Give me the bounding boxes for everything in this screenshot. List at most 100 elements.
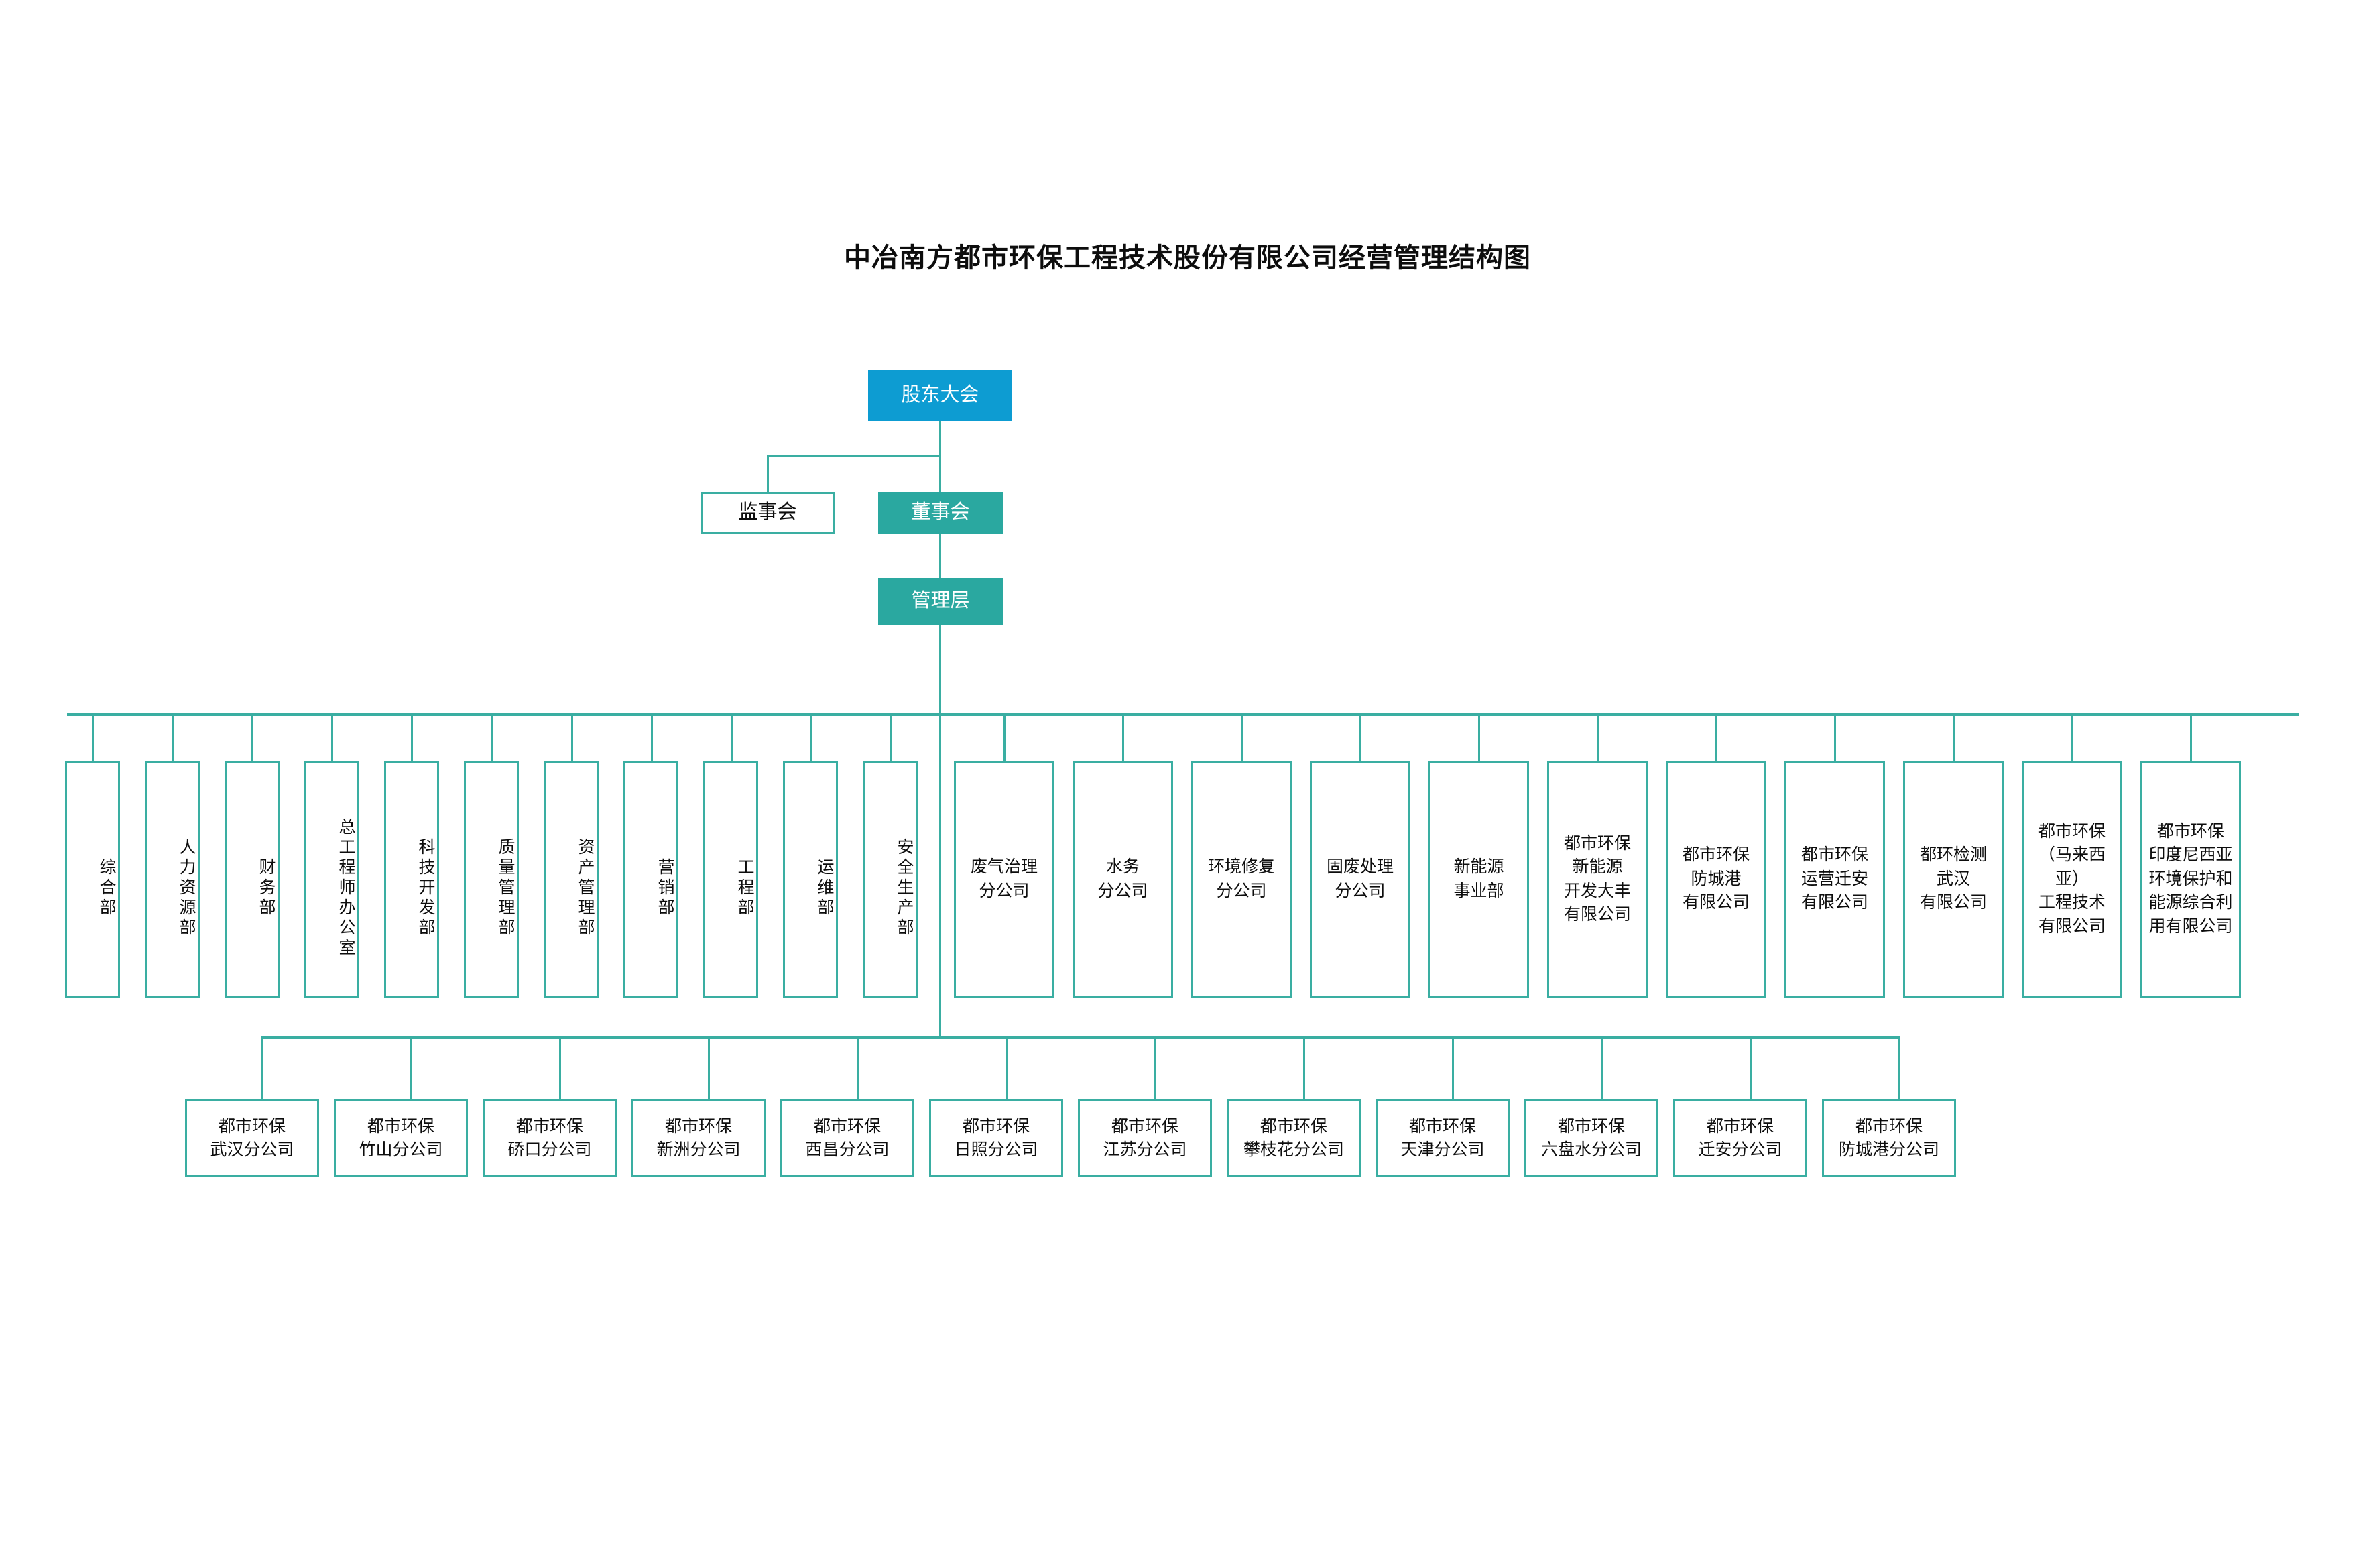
- department-bus: [67, 713, 2299, 716]
- node-department-0[interactable]: 综合部: [65, 761, 120, 998]
- node-label: 都市环保 新能源 开发大丰 有限公司: [1563, 833, 1631, 924]
- drop-unit-2: [1241, 713, 1243, 761]
- node-department-10[interactable]: 安全生产部: [863, 761, 918, 998]
- main-trunk: [939, 625, 941, 1037]
- node-label: 都市环保 （马来西亚） 工程技术 有限公司: [2038, 821, 2106, 936]
- node-department-1[interactable]: 人力资源部: [145, 761, 200, 998]
- drop-dept-5: [491, 713, 493, 761]
- node-business-unit-2[interactable]: 环境修复 分公司: [1191, 761, 1292, 998]
- node-label: 环境修复 分公司: [1207, 857, 1275, 900]
- node-business-unit-3[interactable]: 固废处理 分公司: [1310, 761, 1410, 998]
- node-supervisory-board[interactable]: 监事会: [701, 492, 835, 534]
- drop-dept-3: [331, 713, 333, 761]
- drop-branch-5: [1006, 1036, 1008, 1099]
- drop-unit-10: [2190, 713, 2192, 761]
- drop-branch-7: [1303, 1036, 1305, 1099]
- page-title: 中冶南方都市环保工程技术股份有限公司经营管理结构图: [844, 243, 1531, 273]
- connector-board-to-management: [939, 534, 941, 578]
- drop-unit-6: [1715, 713, 1717, 761]
- node-department-9[interactable]: 运维部: [783, 761, 838, 998]
- node-label: 质量管理部: [496, 837, 515, 939]
- node-department-6[interactable]: 资产管理部: [544, 761, 599, 998]
- node-department-8[interactable]: 工程部: [703, 761, 758, 998]
- node-label: 都市环保 日照分公司: [954, 1116, 1038, 1160]
- node-business-unit-6[interactable]: 都市环保 防城港 有限公司: [1666, 761, 1766, 998]
- node-department-5[interactable]: 质量管理部: [464, 761, 519, 998]
- drop-branch-1: [410, 1036, 412, 1099]
- node-label: 总工程师办公室: [337, 817, 355, 959]
- node-department-4[interactable]: 科技开发部: [384, 761, 439, 998]
- drop-branch-0: [261, 1036, 263, 1099]
- node-shareholders-meeting[interactable]: 股东大会: [868, 370, 1012, 421]
- node-branch-10[interactable]: 都市环保 迁安分公司: [1673, 1099, 1807, 1177]
- connector-shareholders-to-split: [939, 421, 941, 456]
- node-branch-3[interactable]: 都市环保 新洲分公司: [631, 1099, 766, 1177]
- node-branch-4[interactable]: 都市环保 西昌分公司: [780, 1099, 914, 1177]
- node-branch-11[interactable]: 都市环保 防城港分公司: [1822, 1099, 1956, 1177]
- node-business-unit-5[interactable]: 都市环保 新能源 开发大丰 有限公司: [1547, 761, 1648, 998]
- drop-dept-6: [571, 713, 573, 761]
- node-label: 都市环保 天津分公司: [1400, 1116, 1485, 1160]
- node-label: 都市环保 硚口分公司: [507, 1116, 592, 1160]
- node-branch-5[interactable]: 都市环保 日照分公司: [929, 1099, 1063, 1177]
- node-branch-2[interactable]: 都市环保 硚口分公司: [483, 1099, 617, 1177]
- node-label: 综合部: [97, 857, 116, 918]
- node-branch-9[interactable]: 都市环保 六盘水分公司: [1524, 1099, 1658, 1177]
- node-board-of-directors[interactable]: 董事会: [878, 492, 1003, 534]
- node-label: 固废处理 分公司: [1326, 857, 1394, 900]
- branch-bus: [261, 1036, 1900, 1039]
- node-business-unit-1[interactable]: 水务 分公司: [1073, 761, 1173, 998]
- drop-dept-0: [92, 713, 94, 761]
- node-branch-6[interactable]: 都市环保 江苏分公司: [1078, 1099, 1212, 1177]
- drop-unit-3: [1359, 713, 1361, 761]
- node-management[interactable]: 管理层: [878, 578, 1003, 625]
- node-department-2[interactable]: 财务部: [225, 761, 280, 998]
- node-label: 营销部: [656, 857, 674, 918]
- node-branch-1[interactable]: 都市环保 竹山分公司: [334, 1099, 468, 1177]
- drop-unit-9: [2071, 713, 2073, 761]
- node-label: 监事会: [738, 501, 797, 524]
- node-business-unit-0[interactable]: 废气治理 分公司: [954, 761, 1054, 998]
- node-business-unit-9[interactable]: 都市环保 （马来西亚） 工程技术 有限公司: [2022, 761, 2122, 998]
- node-label: 人力资源部: [177, 837, 196, 939]
- node-label: 都市环保 六盘水分公司: [1540, 1116, 1642, 1160]
- drop-dept-7: [651, 713, 653, 761]
- node-business-unit-7[interactable]: 都市环保 运营迁安 有限公司: [1784, 761, 1885, 998]
- drop-unit-7: [1834, 713, 1836, 761]
- drop-unit-4: [1478, 713, 1480, 761]
- node-department-7[interactable]: 营销部: [623, 761, 678, 998]
- node-label: 都市环保 新洲分公司: [656, 1116, 741, 1160]
- connector-to-board-of-directors: [939, 455, 941, 493]
- node-label: 都环检测 武汉 有限公司: [1919, 845, 1987, 912]
- drop-unit-0: [1003, 713, 1006, 761]
- drop-branch-8: [1452, 1036, 1454, 1099]
- drop-unit-8: [1953, 713, 1955, 761]
- drop-dept-10: [890, 713, 892, 761]
- node-label: 都市环保 江苏分公司: [1103, 1116, 1187, 1160]
- node-business-unit-10[interactable]: 都市环保 印度尼西亚 环境保护和 能源综合利 用有限公司: [2140, 761, 2241, 998]
- node-branch-0[interactable]: 都市环保 武汉分公司: [185, 1099, 319, 1177]
- node-label: 新能源 事业部: [1453, 857, 1504, 900]
- node-label: 财务部: [257, 857, 276, 918]
- drop-unit-1: [1122, 713, 1124, 761]
- node-label: 资产管理部: [576, 837, 595, 939]
- drop-branch-9: [1601, 1036, 1603, 1099]
- node-department-3[interactable]: 总工程师办公室: [304, 761, 359, 998]
- node-label: 都市环保 防城港分公司: [1838, 1116, 1939, 1160]
- node-business-unit-4[interactable]: 新能源 事业部: [1428, 761, 1529, 998]
- node-label: 都市环保 攀枝花分公司: [1243, 1116, 1344, 1160]
- node-label: 都市环保 武汉分公司: [210, 1116, 294, 1160]
- drop-branch-10: [1750, 1036, 1752, 1099]
- node-business-unit-8[interactable]: 都环检测 武汉 有限公司: [1903, 761, 2004, 998]
- node-branch-7[interactable]: 都市环保 攀枝花分公司: [1227, 1099, 1361, 1177]
- node-label: 水务 分公司: [1097, 857, 1148, 900]
- connector-to-supervisory-board: [767, 455, 769, 493]
- drop-branch-11: [1898, 1036, 1900, 1099]
- drop-dept-4: [411, 713, 413, 761]
- node-label: 科技开发部: [416, 837, 435, 939]
- node-branch-8[interactable]: 都市环保 天津分公司: [1376, 1099, 1510, 1177]
- drop-branch-4: [857, 1036, 859, 1099]
- drop-dept-2: [251, 713, 253, 761]
- node-label: 管理层: [911, 590, 970, 612]
- node-label: 都市环保 西昌分公司: [805, 1116, 890, 1160]
